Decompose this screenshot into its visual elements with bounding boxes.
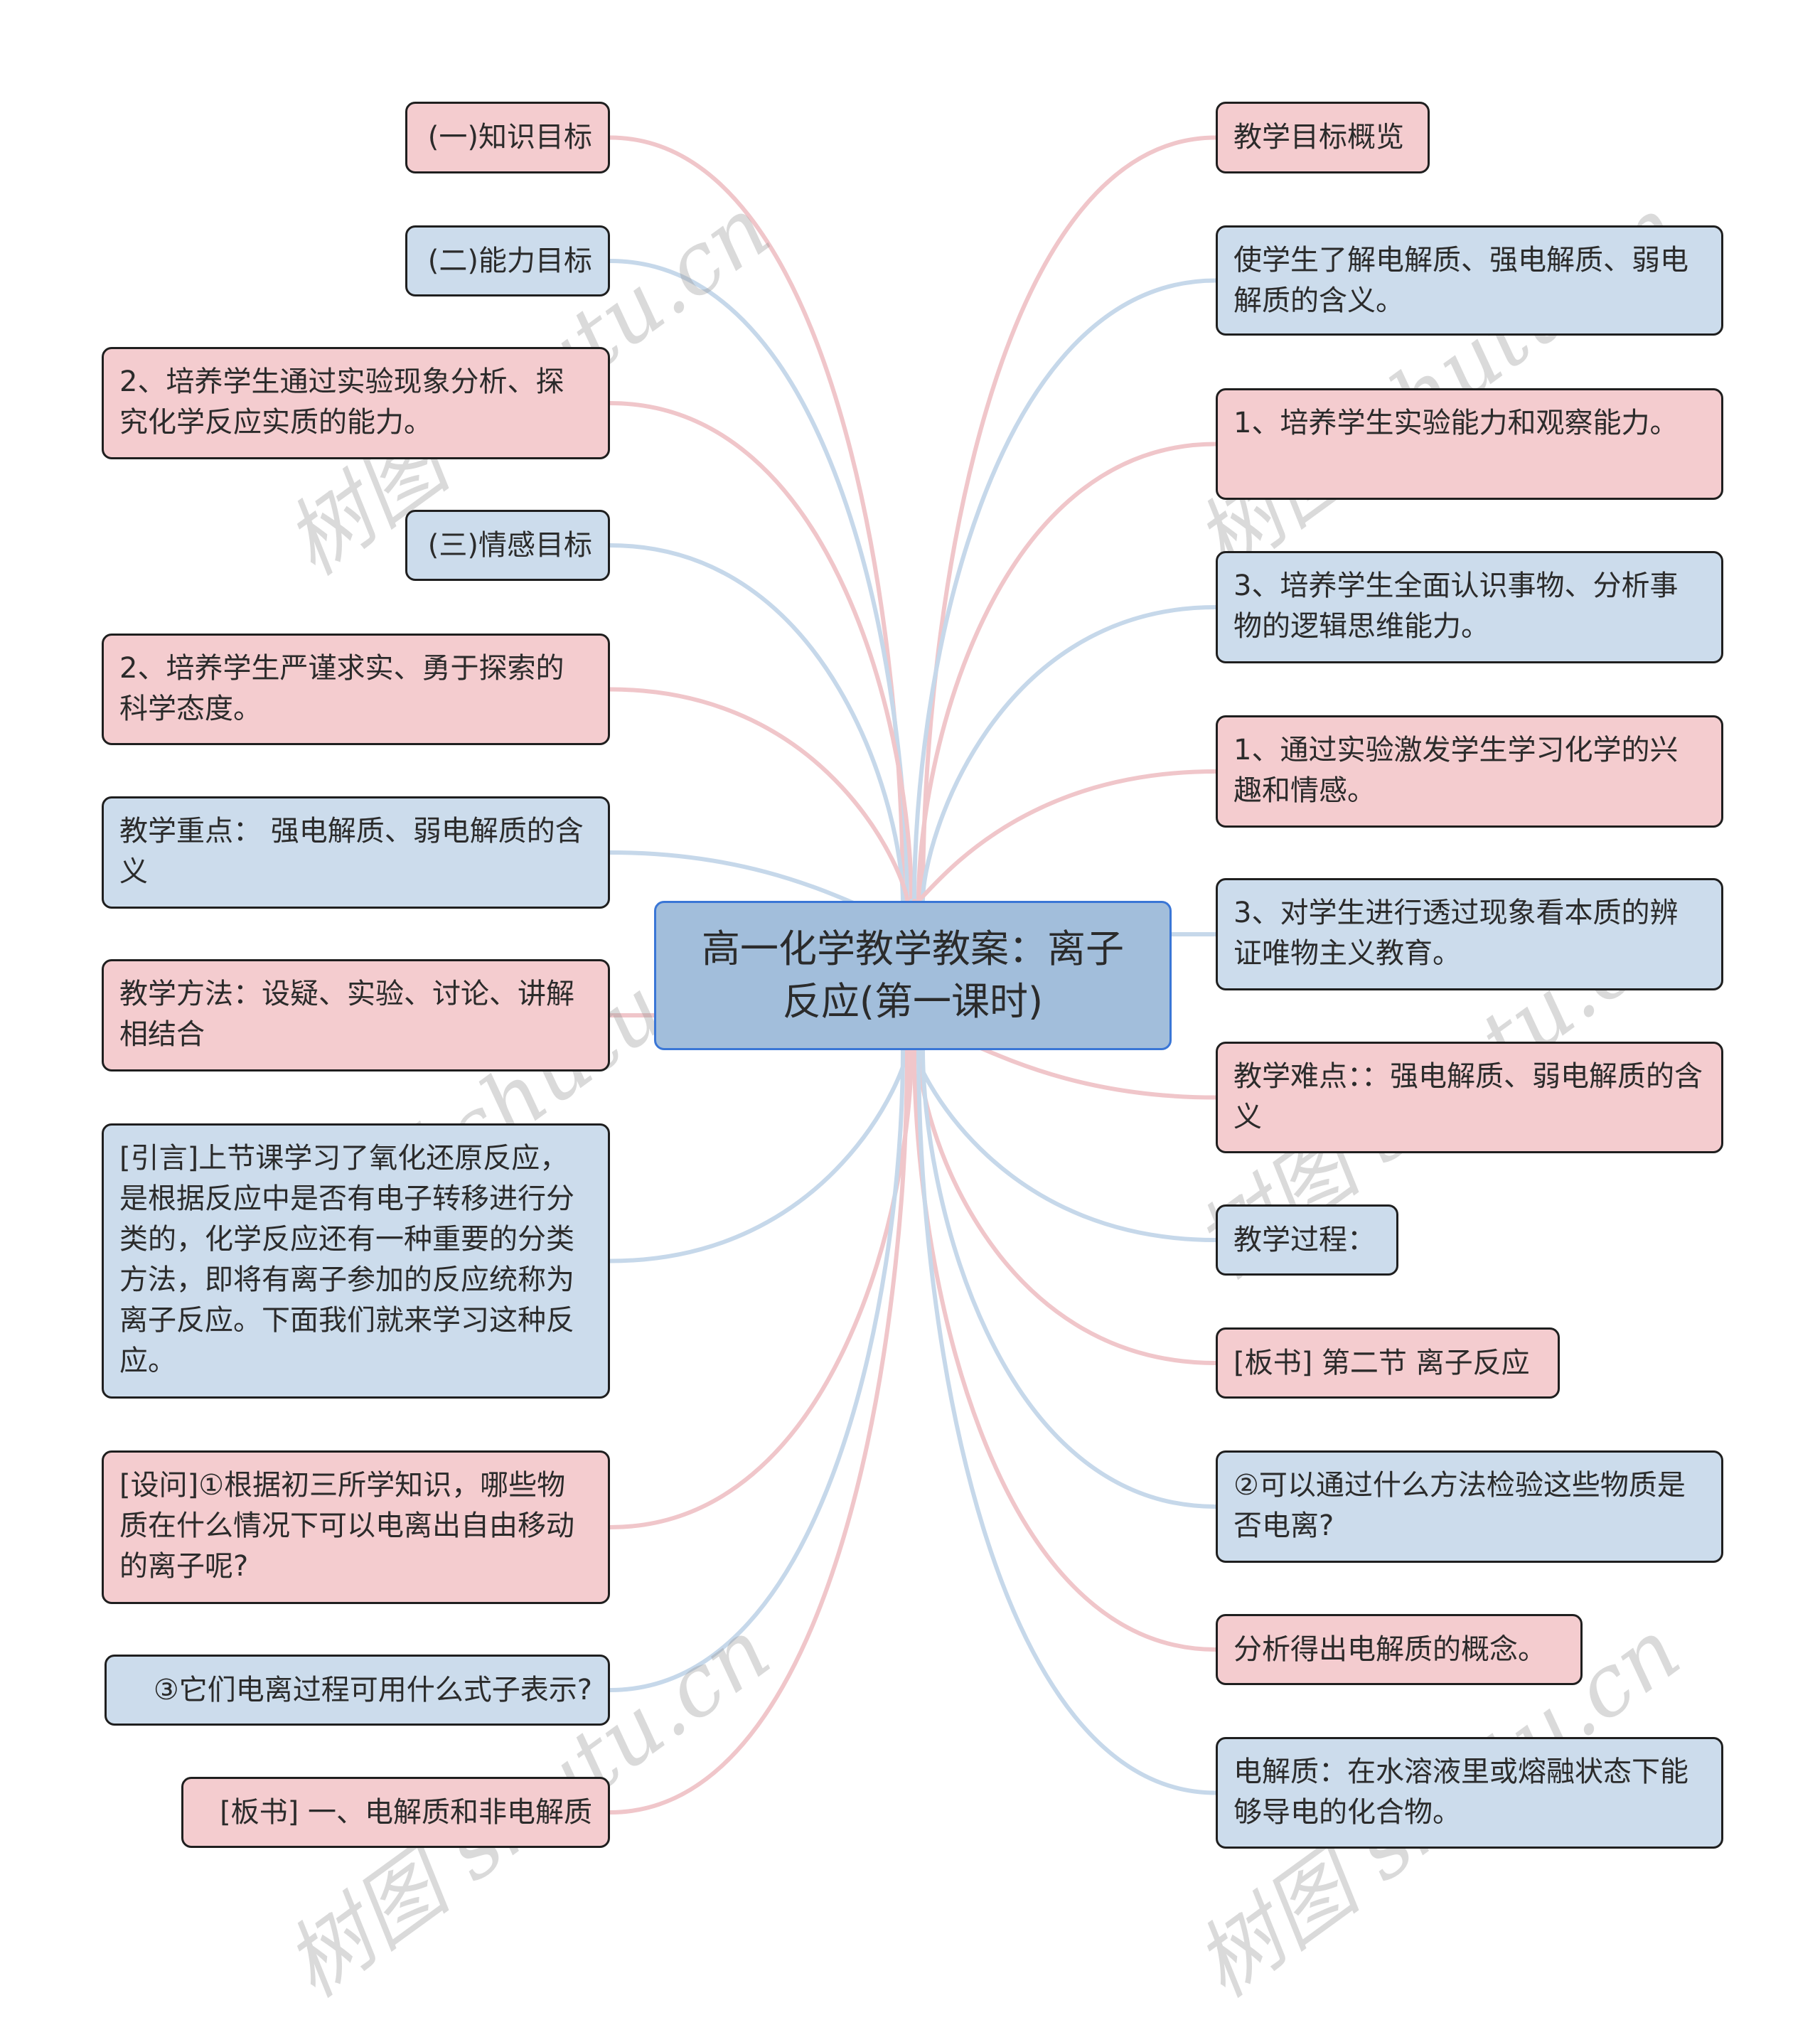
- topic-label: 2、培养学生通过实验现象分析、探究化学反应实质的能力。: [119, 365, 564, 439]
- topic-label: 教学过程：: [1233, 1223, 1376, 1256]
- topic-ability-goal[interactable]: (二)能力目标: [405, 225, 610, 296]
- topic-analysis-concept[interactable]: 分析得出电解质的概念。: [1216, 1614, 1583, 1685]
- topic-label: [设问]①根据初三所学知识，哪些物质在什么情况下可以电离出自由移动的离子呢?: [119, 1469, 574, 1583]
- topic-label: 使学生了解电解质、强电解质、弱电解质的含义。: [1233, 244, 1688, 317]
- topic-board-section-2[interactable]: [板书] 第二节 离子反应: [1216, 1327, 1560, 1399]
- topic-goals-overview[interactable]: 教学目标概览: [1216, 102, 1430, 173]
- topic-emotion-item-1[interactable]: 1、通过实验激发学生学习化学的兴趣和情感。: [1216, 715, 1723, 828]
- connector-line: [912, 278, 1218, 903]
- topic-label: 2、培养学生严谨求实、勇于探索的科学态度。: [119, 652, 564, 725]
- topic-label: 教学方法：设疑、实验、讨论、讲解相结合: [119, 978, 574, 1051]
- topic-label: [板书] 第二节 离子反应: [1233, 1346, 1530, 1379]
- central-topic[interactable]: 高一化学教学教案：离子反应(第一课时): [654, 901, 1172, 1050]
- connector-line: [608, 401, 914, 903]
- topic-difficulties[interactable]: 教学难点：：强电解质、弱电解质的含义: [1216, 1042, 1723, 1153]
- topic-label: 3、培养学生全面认识事物、分析事物的逻辑思维能力。: [1233, 570, 1679, 643]
- connector-line: [916, 442, 1218, 903]
- topic-emotion-item-3[interactable]: 3、对学生进行透过现象看本质的辨证唯物主义教育。: [1216, 878, 1723, 990]
- topic-electrolyte-definition[interactable]: 电解质：在水溶液里或熔融状态下能够导电的化合物。: [1216, 1737, 1723, 1849]
- topic-ability-item-2[interactable]: 2、培养学生通过实验现象分析、探究化学反应实质的能力。: [102, 347, 610, 459]
- connector-line: [912, 1048, 1218, 1652]
- topic-label: 电解质：在水溶液里或熔融状态下能够导电的化合物。: [1233, 1756, 1688, 1829]
- topic-label: 1、通过实验激发学生学习化学的兴趣和情感。: [1233, 734, 1679, 807]
- topic-label: [板书] 一、电解质和非电解质: [220, 1795, 592, 1829]
- connector-line: [921, 1048, 1218, 1509]
- topic-knowledge-item[interactable]: 使学生了解电解质、强电解质、弱电解质的含义。: [1216, 225, 1723, 336]
- topic-teaching-method[interactable]: 教学方法：设疑、实验、讨论、讲解相结合: [102, 959, 610, 1072]
- topic-knowledge-goal[interactable]: (一)知识目标: [405, 102, 610, 173]
- topic-question-3[interactable]: ③它们电离过程可用什么式子表示?: [105, 1655, 610, 1726]
- topic-key-points[interactable]: 教学重点： 强电解质、弱电解质的含义: [102, 796, 610, 909]
- topic-question-1[interactable]: [设问]①根据初三所学知识，哪些物质在什么情况下可以电离出自由移动的离子呢?: [102, 1450, 610, 1604]
- connector-line: [921, 605, 1218, 903]
- connector-line: [608, 687, 909, 903]
- topic-label: 1、培养学生实验能力和观察能力。: [1233, 407, 1679, 439]
- connector-line: [608, 135, 905, 903]
- topic-emotion-item-2[interactable]: 2、培养学生严谨求实、勇于探索的科学态度。: [102, 634, 610, 745]
- topic-introduction[interactable]: [引言]上节课学习了氧化还原反应，是根据反应中是否有电子转移进行分类的，化学反应…: [102, 1123, 610, 1399]
- topic-teaching-process[interactable]: 教学过程：: [1216, 1204, 1398, 1276]
- connector-line: [608, 259, 909, 903]
- topic-label: 教学目标概览: [1233, 121, 1404, 154]
- topic-label: 3、对学生进行透过现象看本质的辨证唯物主义教育。: [1233, 897, 1679, 970]
- connector-line: [921, 135, 1218, 903]
- connector-line: [916, 1048, 1218, 1795]
- topic-ability-item-3[interactable]: 3、培养学生全面认识事物、分析事物的逻辑思维能力。: [1216, 551, 1723, 663]
- topic-label: 教学重点： 强电解质、弱电解质的含义: [119, 815, 584, 888]
- topic-board-electrolyte[interactable]: [板书] 一、电解质和非电解质: [181, 1777, 610, 1848]
- topic-label: (三)情感目标: [427, 528, 592, 562]
- topic-label: (二)能力目标: [427, 244, 592, 277]
- topic-label: (一)知识目标: [427, 121, 592, 154]
- topic-label: [引言]上节课学习了氧化还原反应，是根据反应中是否有电子转移进行分类的，化学反应…: [119, 1142, 574, 1377]
- topic-label: 分析得出电解质的概念。: [1233, 1632, 1546, 1666]
- connector-line: [608, 1048, 909, 1263]
- connector-line: [608, 1048, 905, 1692]
- connector-line: [608, 543, 905, 903]
- topic-label: ③它们电离过程可用什么式子表示?: [153, 1673, 592, 1706]
- topic-question-2[interactable]: ②可以通过什么方法检验这些物质是否电离?: [1216, 1450, 1723, 1563]
- topic-emotion-goal[interactable]: (三)情感目标: [405, 510, 610, 581]
- topic-ability-item-1[interactable]: 1、培养学生实验能力和观察能力。: [1216, 388, 1723, 500]
- connector-line: [912, 769, 1218, 905]
- central-topic-label: 高一化学教学教案：离子反应(第一课时): [702, 926, 1124, 1024]
- connector-line: [608, 1048, 909, 1815]
- topic-label: ②可以通过什么方法检验这些物质是否电离?: [1233, 1469, 1686, 1542]
- topic-label: 教学难点：：强电解质、弱电解质的含义: [1233, 1060, 1703, 1133]
